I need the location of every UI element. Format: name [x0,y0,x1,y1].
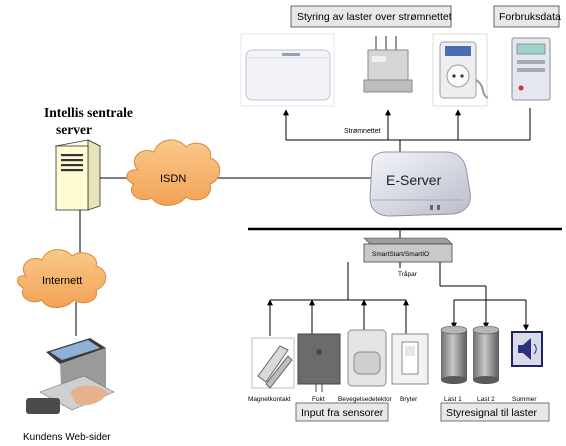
load-label-1: Last 1 [444,396,462,403]
isdn-cloud: ISDN [126,139,221,206]
eserver-label: E-Server [386,172,442,188]
smartio-device: SmartStart/SmartIO [363,237,453,263]
load-group-label: Styresignal til laster [446,407,538,419]
switch-icon [391,333,429,385]
socket-device-icon [432,33,489,107]
load-label-2: Last 2 [477,396,495,403]
customer-computer-icon [26,338,115,414]
humidity-sensor-icon [297,333,341,392]
internet-label: Internett [42,275,82,287]
load-control-label: Styring av laster over strømnettet [297,11,452,23]
sensor-group-label: Input fra sensorer [301,407,384,419]
customer-label: Kundens Web-sider [23,432,111,443]
wire-label: Tråpar [398,270,418,278]
load1-cylinder-icon [440,325,468,384]
relay-device-icon [355,34,422,106]
load-control-box: Styring av laster over strømnettet [290,5,452,28]
server-title-line2: server [56,122,92,137]
sensor-label-3: Bevegelsedetektor [338,396,393,403]
sensor-label-2: Fukt [312,396,325,403]
consumption-label: Forbruksdata [499,11,561,23]
meter-device-icon [504,34,558,106]
heater-device-icon [240,33,335,107]
load-label-3: Summer [512,396,537,403]
sensor-group-box: Input fra sensorer [295,402,389,422]
magnet-contact-icon [251,337,295,389]
smartio-label: SmartStart/SmartIO [372,251,429,258]
grid-label: Strømnettet [344,128,381,135]
motion-detector-icon [347,329,387,387]
sensor-label-4: Bryter [400,396,418,403]
central-server-icon [54,139,102,211]
load-group-box: Styresignal til laster [440,402,550,422]
eserver-device-icon: E-Server [369,151,471,217]
internet-cloud: Internett [17,249,107,308]
buzzer-speaker-icon [511,331,543,367]
sensor-label-1: Magnetkontakt [248,396,291,403]
server-title-line1: Intellis sentrale [44,105,133,120]
load2-cylinder-icon [472,325,500,384]
consumption-box: Forbruksdata [493,5,561,28]
isdn-label: ISDN [160,173,186,185]
